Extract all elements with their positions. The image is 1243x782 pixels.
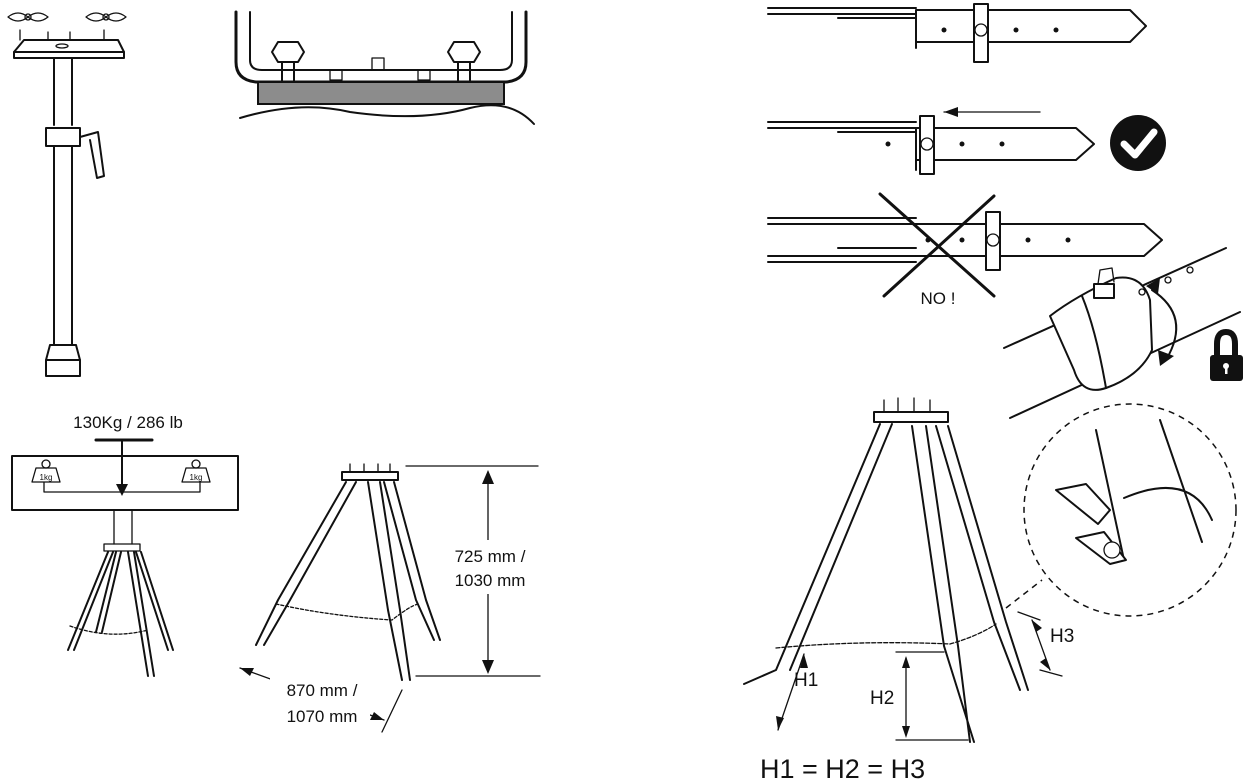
check-circle-icon [1110,115,1166,171]
wing-nut-icon [1055,483,1127,565]
h2-label: H2 [870,688,894,709]
small-tripod-illustration [67,543,174,677]
equal-heights-equation: H1 = H2 = H3 [760,754,925,782]
weight-left-icon: 1kg [31,459,61,483]
load-capacity-label: 130Kg / 286 lb [73,413,183,432]
svg-text:1kg: 1kg [40,473,53,482]
width-label-line1: 870 mm / [287,681,358,700]
clamp-position-3-wrong: NO ! [767,192,1163,310]
leg-clamp-closeup [1003,247,1241,419]
no-label: NO ! [921,289,956,308]
clamp-position-diagrams: NO ! [767,3,1166,310]
wing-nut-icon [85,12,127,22]
svg-text:1kg: 1kg [190,473,203,482]
h3-label: H3 [1050,626,1074,647]
clamp-position-1 [767,3,1147,63]
clamp-position-2 [767,107,1095,175]
load-capacity-diagram: 130Kg / 286 lb 1kg 1kg [11,413,239,677]
knob-right-icon [447,41,481,83]
wing-nut-icon [7,12,49,22]
leveling-diagram: H1 H2 H3 H1 = H2 = H3 [743,397,1237,782]
weight-right-icon: 1kg [181,459,211,483]
padlock-icon [1210,328,1243,381]
height-label-line1: 725 mm / [455,547,526,566]
knob-left-icon [271,41,305,83]
tripod-dimensions-diagram: 725 mm / 1030 mm 870 mm / 1070 mm [239,463,541,733]
h1-label: H1 [794,670,818,691]
plate-column-illustration [7,12,127,377]
mount-closeup-illustration [234,10,535,125]
width-label-line2: 1070 mm [287,707,358,726]
height-label-line2: 1030 mm [455,571,526,590]
